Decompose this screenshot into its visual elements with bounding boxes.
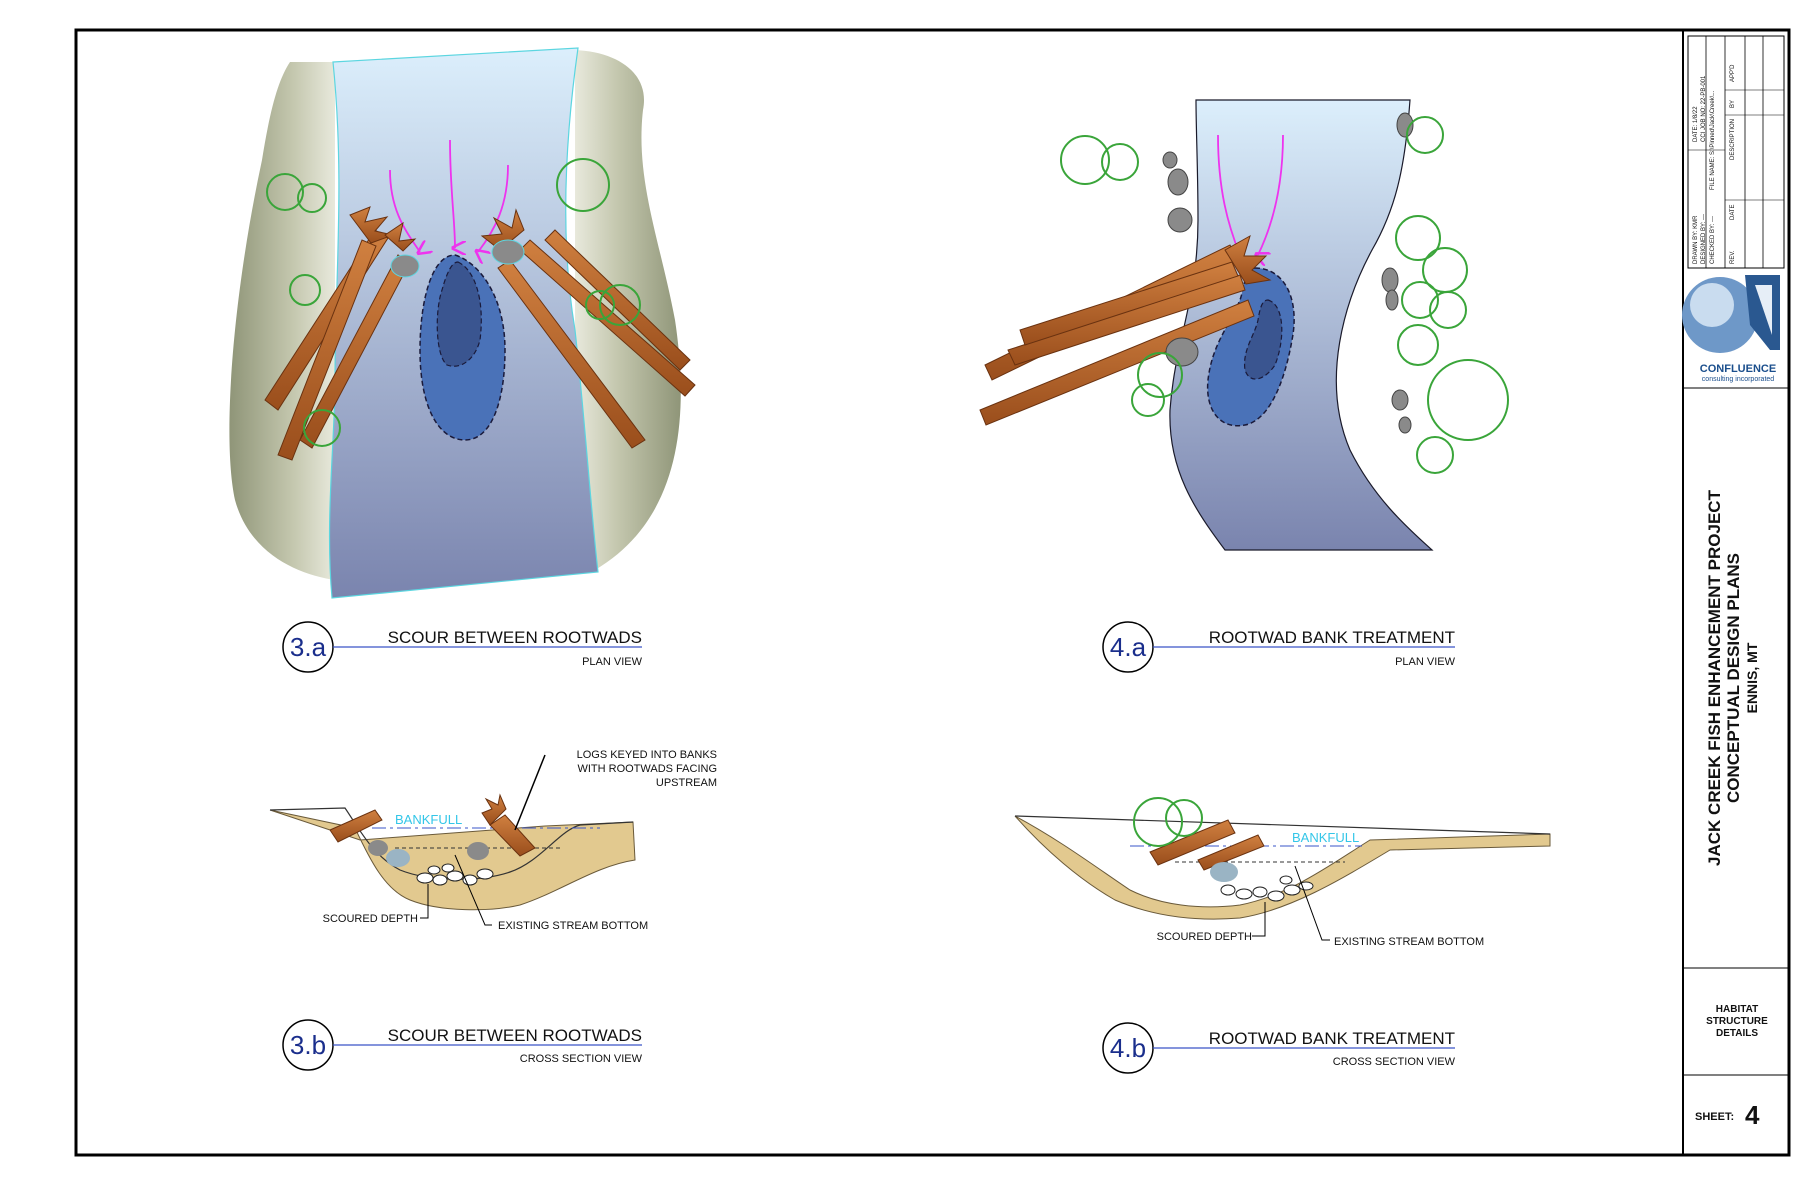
logs-keyed-callout-line-3: UPSTREAM [656,777,717,789]
view-title-4b: 4.b ROOTWAD BANK TREATMENT CROSS SECTION… [1102,1022,1456,1074]
boulder-3a-left [390,254,420,278]
meta-drawn-by: DRAWN BY: KMR [1693,215,1699,264]
view-title-text-4b: ROOTWAD BANK TREATMENT [1209,1029,1455,1048]
view-title-text-3a: SCOUR BETWEEN ROOTWADS [388,628,642,647]
meta-date-header: DATE [1730,204,1736,220]
view-title-3b: 3.b SCOUR BETWEEN ROOTWADS CROSS SECTION… [282,1019,643,1071]
sheet-title-line-2: STRUCTURE [1706,1016,1768,1027]
existing-bottom-leader-3b [454,854,492,926]
stream-channel-4a [1169,99,1434,551]
shrubs-4a [1060,116,1509,474]
view-title-text-4a: ROOTWAD BANK TREATMENT [1209,628,1455,647]
view-badge-3a: 3.a [290,632,327,662]
scour-pool-inner-4a [1243,299,1283,380]
scour-pool-inner-3a [436,261,482,367]
boulder-3a-right [491,239,525,265]
view-subtitle-3b: CROSS SECTION VIEW [520,1053,643,1065]
view-subtitle-4b: CROSS SECTION VIEW [1333,1056,1456,1068]
cross-section-3b: BANKFULL LOGS KEYED INTO BANKS WITH ROOT… [269,749,717,932]
scoured-depth-leader-4b [1252,902,1266,937]
rootwad-logs-4a [979,234,1272,426]
view-title-3a: 3.a SCOUR BETWEEN ROOTWADS PLAN VIEW [282,621,643,673]
bankfull-label-4b: BANKFULL [1292,830,1359,845]
meta-description-header: DESCRIPTION [1730,119,1736,160]
cross-section-4b: BANKFULL SCOURED DEPTH EXISTING STREAM B… [1014,797,1551,948]
soil-4b [1014,815,1551,920]
existing-bottom-label-4b: EXISTING STREAM BOTTOM [1334,936,1484,948]
sheet-label: SHEET: [1695,1111,1734,1123]
logs-keyed-callout-line-2: WITH ROOTWADS FACING [577,763,717,775]
view-title-4a: 4.a ROOTWAD BANK TREATMENT PLAN VIEW [1102,621,1456,673]
sheet-title-line-3: DETAILS [1716,1028,1758,1039]
scoured-depth-label-3b: SCOURED DEPTH [323,913,418,925]
rootwad-3b [329,793,536,857]
meta-date: DATE: 1/8/22 [1693,106,1699,142]
scoured-depth-leader-3b [420,884,429,919]
title-block: DATE: 1/8/22 CCI JOB NO: 22-PB-001 FILE … [1682,35,1789,1130]
revision-table [1687,35,1785,269]
meta-checked-by: CHECKED BY: --- [1710,216,1716,264]
project-title: JACK CREEK FISH ENHANCEMENT PROJECT [1705,489,1724,866]
sheet-number: 4 [1745,1100,1760,1130]
cobbles-3b [416,863,494,886]
meta-project-no: CCI JOB NO: 22-PB-001 [1701,75,1707,142]
bank-left-3a [229,62,335,580]
meta-appd-header: APP'D [1730,64,1736,82]
boulders-4a [1162,112,1414,434]
logs-keyed-callout-line-1: LOGS KEYED INTO BANKS [577,749,717,761]
logs-keyed-leader [514,754,546,831]
company-subtitle: consulting incorporated [1702,376,1774,383]
project-location: ENNIS, MT [1744,642,1760,713]
meta-rev-header: REV. [1730,250,1736,264]
rootwad-logs-left-3a [264,206,417,461]
shrub-4b [1133,797,1203,847]
rootwad-logs-right-3a [480,208,696,449]
view-subtitle-4a: PLAN VIEW [1395,656,1456,668]
rootwad-4b [1149,819,1265,871]
bankfull-label-3b: BANKFULL [395,812,462,827]
plan-view-4a [979,99,1509,551]
plan-view-3a [229,47,696,599]
view-subtitle-3a: PLAN VIEW [582,656,643,668]
boulder-3b-right [467,842,489,860]
scoured-depth-label-4b: SCOURED DEPTH [1157,931,1252,943]
ground-line-4b [1014,815,1551,835]
company-name: CONFLUENCE [1700,363,1776,375]
sheet-title-line-1: HABITAT [1716,1004,1758,1015]
flow-arrow-4a-right [1258,134,1284,255]
plan-set-title: CONCEPTUAL DESIGN PLANS [1724,553,1743,803]
flow-arrow-3a-left [389,169,420,252]
view-badge-4a: 4.a [1110,632,1147,662]
boulder-4b [1210,862,1238,882]
meta-designed-by: DESIGNED BY: --- [1701,214,1707,264]
flow-arrow-3a-center [449,139,455,248]
boulder-3b-center [386,849,410,867]
confluence-logo: CONFLUENCE consulting incorporated [1682,275,1780,383]
cobbles-4b [1220,875,1314,902]
view-badge-3b: 3.b [290,1030,326,1060]
existing-bottom-leader-4b [1294,865,1330,941]
meta-file-name: FILE NAME: S:\Pinned\Jack\Creek\... [1710,90,1716,190]
soil-3b [269,809,636,911]
existing-bottom-label-3b: EXISTING STREAM BOTTOM [498,920,648,932]
shrubs-3a [266,158,641,447]
flow-arrow-3a-right [478,164,509,252]
view-title-text-3b: SCOUR BETWEEN ROOTWADS [388,1026,642,1045]
boulder-3b-left [368,840,388,856]
meta-by-header: BY [1730,100,1736,108]
view-badge-4b: 4.b [1110,1033,1146,1063]
